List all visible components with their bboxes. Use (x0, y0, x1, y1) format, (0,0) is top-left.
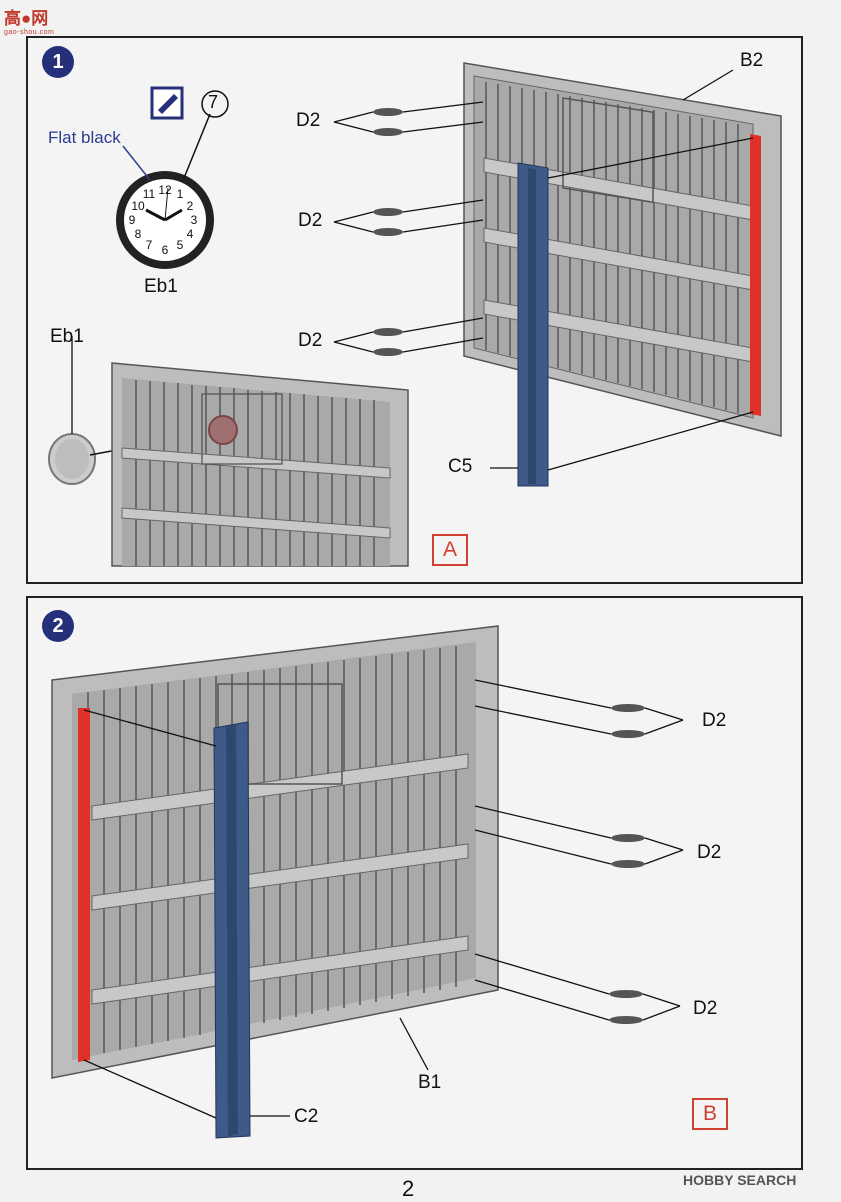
logo-subtext: gao-shou.com (4, 29, 55, 36)
step-1-illustration: 12 1 2 3 4 5 6 7 8 9 10 11 (48, 62, 782, 567)
step-number-badge: 2 (42, 610, 74, 642)
clock-number: 3 (191, 213, 198, 227)
clock-number: 2 (187, 199, 194, 213)
clock-number: 10 (131, 199, 145, 213)
paint-code-label: 7 (208, 92, 219, 112)
eb1-part-label: Eb1 (50, 326, 84, 347)
step-2-panel: 2 D2 D2 D2 B1 C2 B (26, 596, 803, 1170)
step-2-illustration (51, 625, 684, 1139)
paint-bottle-icon (150, 86, 184, 120)
d2-part-label: D2 (702, 710, 727, 731)
clock-number: 5 (177, 238, 184, 252)
d2-part-label: D2 (697, 842, 722, 863)
clock-number: 12 (158, 183, 172, 197)
d2-part-label: D2 (693, 998, 718, 1019)
view-marker-a: A (432, 534, 468, 566)
clock-number: 1 (177, 187, 184, 201)
clock-part-label: Eb1 (144, 276, 178, 297)
b1-part-label: B1 (418, 1072, 442, 1093)
page-number: 2 (402, 1176, 415, 1201)
c2-part-label: C2 (294, 1106, 319, 1127)
clock-numbers: 12 1 2 3 4 5 6 7 8 9 10 11 (129, 183, 198, 257)
d2-part-label: D2 (298, 330, 323, 351)
site-logo: 高●网 gao-shou.com (4, 4, 94, 36)
d2-part-label: D2 (296, 110, 321, 131)
clock-number: 11 (143, 187, 156, 201)
step-number-badge: 1 (42, 46, 74, 78)
clock-number: 4 (187, 227, 194, 241)
step-1-panel: 12 1 2 3 4 5 6 7 8 9 10 11 (26, 36, 803, 584)
clock-number: 6 (162, 243, 169, 257)
clock-number: 7 (146, 238, 153, 252)
logo-text: 高●网 (4, 9, 49, 28)
c5-part-label: C5 (448, 456, 473, 477)
paint-color-label: Flat black (48, 128, 121, 147)
clock-number: 9 (129, 213, 136, 227)
clock-number: 8 (135, 227, 142, 241)
d2-part-label: D2 (298, 210, 323, 231)
view-marker-b: B (692, 1098, 728, 1130)
watermark: HOBBY SEARCH (683, 1172, 797, 1188)
b2-part-label: B2 (740, 50, 764, 71)
